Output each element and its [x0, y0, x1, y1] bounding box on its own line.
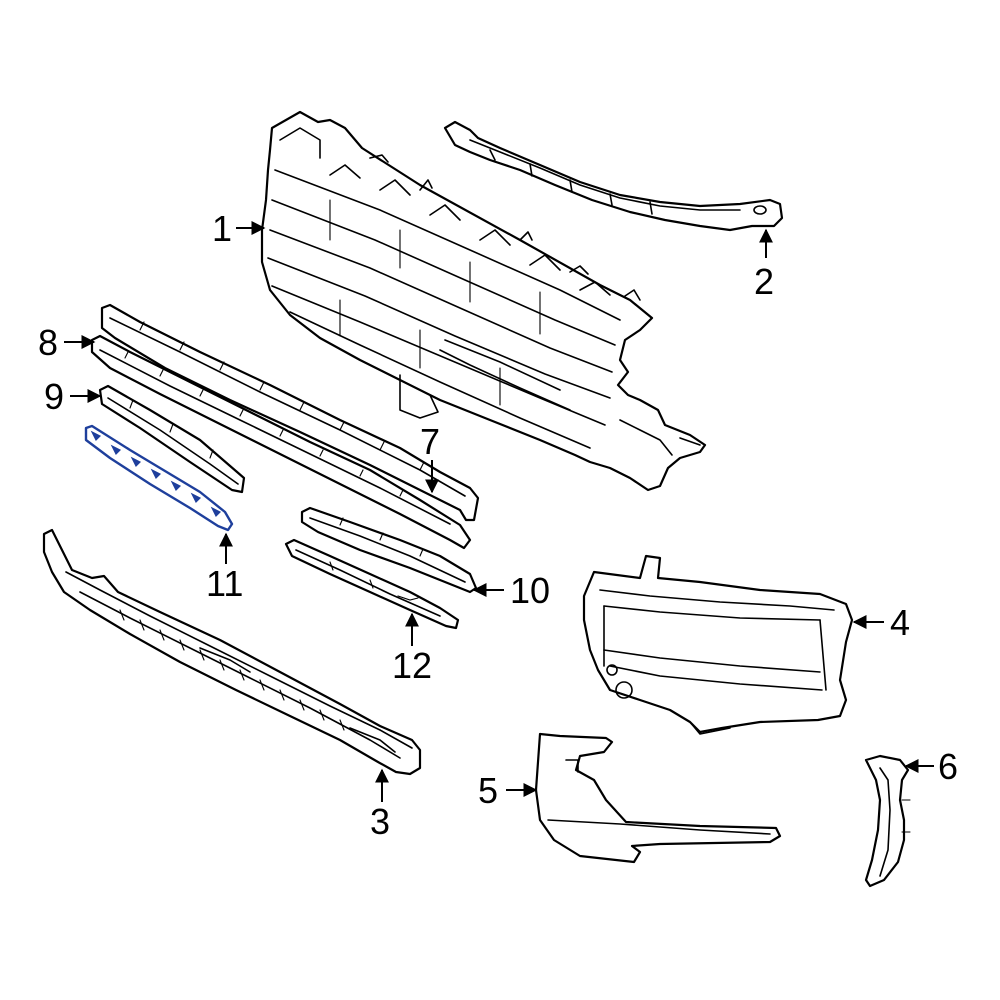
part-5-bracket[interactable] [534, 732, 782, 864]
callout-4: 4 [852, 602, 910, 643]
part-2-bracket[interactable] [443, 120, 784, 232]
callout-label-3: 3 [370, 801, 390, 842]
callout-label-8: 8 [38, 322, 58, 363]
part-3-valance[interactable] [42, 528, 422, 776]
part-7-molding[interactable] [90, 334, 472, 550]
callout-label-7: 7 [420, 421, 440, 462]
part-9-molding[interactable] [98, 384, 246, 494]
callout-2: 2 [754, 228, 774, 302]
callout-12: 12 [392, 612, 432, 686]
callout-6: 6 [904, 746, 958, 787]
callout-3: 3 [370, 768, 390, 842]
callout-label-9: 9 [44, 376, 64, 417]
part-1-grille[interactable] [260, 110, 707, 492]
callout-label-12: 12 [392, 645, 432, 686]
callout-11: 11 [206, 532, 243, 604]
callout-label-4: 4 [890, 602, 910, 643]
callout-5: 5 [478, 770, 538, 811]
callout-label-5: 5 [478, 770, 498, 811]
part-8-molding[interactable] [100, 303, 480, 522]
part-4-housing[interactable] [582, 554, 854, 735]
callout-label-10: 10 [510, 570, 550, 611]
callout-9: 9 [44, 376, 102, 417]
callout-label-11: 11 [206, 563, 243, 604]
callout-label-1: 1 [212, 208, 232, 249]
part-11-strip[interactable] [84, 424, 234, 532]
callout-10: 10 [472, 570, 550, 611]
callout-7: 7 [420, 421, 440, 494]
part-12-molding[interactable] [284, 538, 460, 630]
callout-8: 8 [38, 322, 96, 363]
callout-label-6: 6 [938, 746, 958, 787]
callout-1: 1 [212, 208, 266, 249]
callout-label-2: 2 [754, 261, 774, 302]
part-6-trim[interactable] [864, 754, 911, 888]
